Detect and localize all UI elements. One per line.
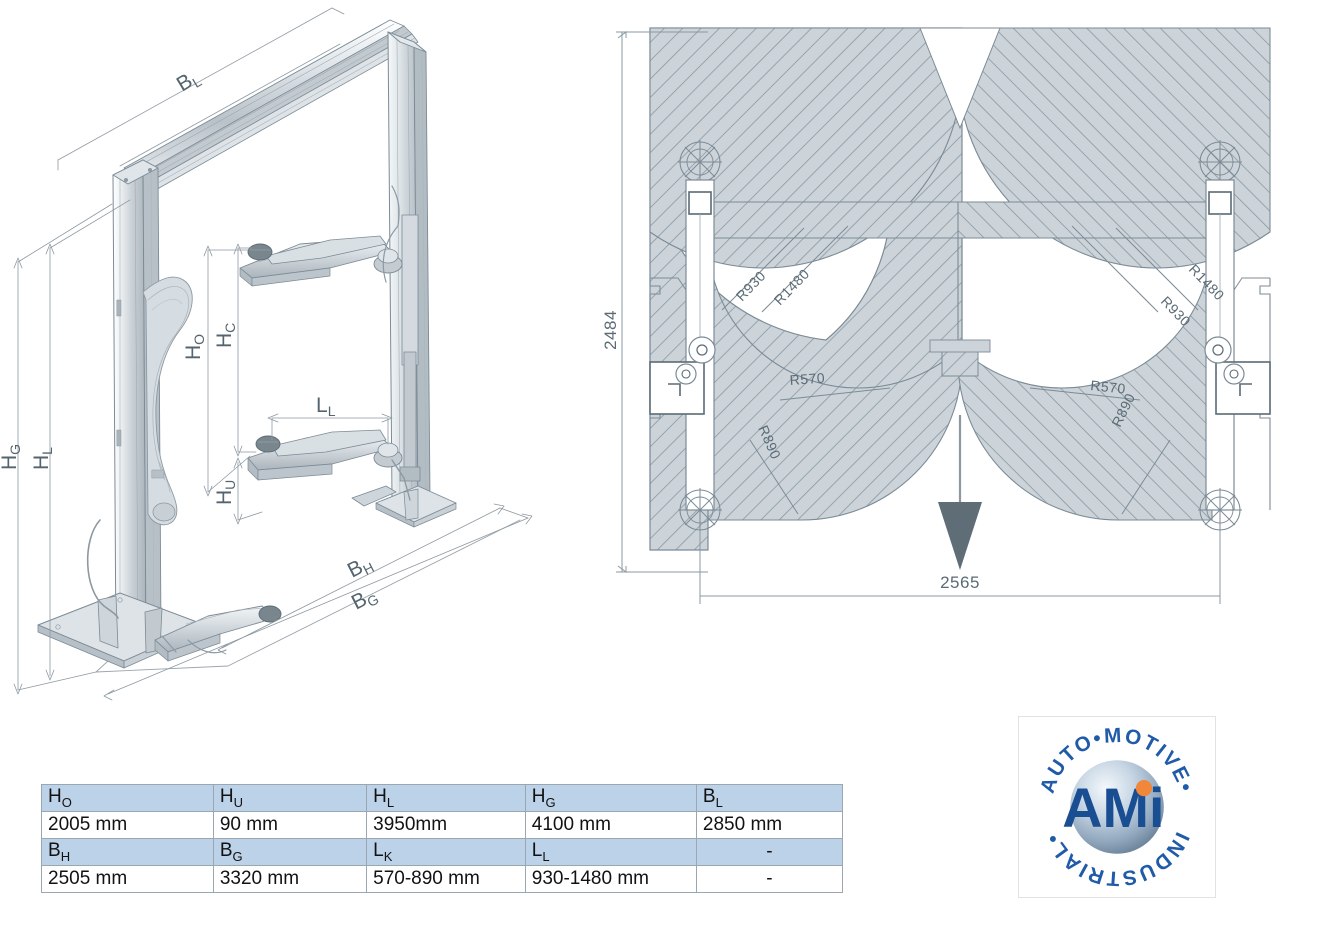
isometric-lift-view: BL HG HL HO HC HU LL BH BG bbox=[0, 0, 560, 720]
dim-label-BG: BG bbox=[348, 583, 382, 617]
lower-lift-arm-left bbox=[247, 429, 411, 501]
table-cell: LL bbox=[524, 838, 697, 866]
table-cell: HG bbox=[524, 784, 697, 812]
rear-lift-arm bbox=[351, 485, 397, 507]
table-cell: HO bbox=[41, 784, 214, 812]
table-cell: 2005 mm bbox=[41, 811, 214, 839]
table-cell: HU bbox=[212, 784, 368, 812]
table-cell: 2505 mm bbox=[41, 865, 214, 893]
table-cell: 3950mm bbox=[366, 811, 526, 839]
overhead-beam bbox=[123, 19, 419, 193]
right-post bbox=[387, 31, 431, 506]
dim-2565: 2565 bbox=[940, 573, 980, 592]
table-cell: 3320 mm bbox=[212, 865, 368, 893]
plan-dimension-lines bbox=[616, 31, 1221, 604]
dim-label-HG: HG bbox=[0, 444, 23, 470]
dim-label-BH: BH bbox=[344, 551, 377, 584]
table-cell: BL bbox=[695, 784, 844, 812]
dimension-spec-table: HO HU HL HG BL 2005 mm 90 mm 3950mm 4100… bbox=[41, 784, 844, 893]
table-cell: 4100 mm bbox=[524, 811, 697, 839]
table-cell: - bbox=[695, 865, 844, 893]
table-row: 2005 mm 90 mm 3950mm 4100 mm 2850 mm bbox=[41, 811, 844, 839]
dim-label-HC: HC bbox=[213, 323, 238, 348]
center-notch bbox=[919, 27, 1001, 130]
center-block bbox=[929, 339, 991, 377]
table-row: BH BG LK LL - bbox=[41, 838, 844, 866]
table-cell: 930-1480 mm bbox=[524, 865, 697, 893]
radius-R1480-left: R1480 bbox=[771, 265, 813, 308]
logo-dot-icon bbox=[1135, 780, 1153, 797]
right-base-plate bbox=[375, 485, 457, 528]
table-cell: 570-890 mm bbox=[366, 865, 526, 893]
table-cell: BG bbox=[212, 838, 368, 866]
table-row: HO HU HL HG BL bbox=[41, 784, 844, 812]
plan-swing-radius-view: 2484 2565 R930 R1480 R570 R890 R1480 R93… bbox=[590, 10, 1329, 640]
left-post-plan bbox=[649, 140, 722, 532]
spec-table-body: HO HU HL HG BL 2005 mm 90 mm 3950mm 4100… bbox=[41, 784, 844, 893]
dim-label-HL: HL bbox=[30, 447, 55, 470]
front-lift-arm bbox=[154, 605, 282, 662]
dim-label-HO: HO bbox=[182, 334, 207, 360]
ami-industrial-logo: AUTO•MOTIVE• INDUSTRIAL• AMi bbox=[1018, 716, 1216, 898]
right-hatch-lower bbox=[957, 201, 1213, 521]
table-cell: 2850 mm bbox=[695, 811, 844, 839]
dim-2484: 2484 bbox=[601, 310, 620, 350]
table-cell: BH bbox=[41, 838, 214, 866]
left-lower-hub-icon bbox=[678, 488, 722, 532]
dimension-lines-isometric bbox=[13, 7, 533, 701]
dim-label-BL: BL bbox=[173, 65, 205, 98]
upper-lift-arm-left bbox=[239, 235, 403, 287]
table-cell: - bbox=[695, 838, 844, 866]
radius-R930-left: R930 bbox=[733, 267, 769, 304]
radius-R570-right: R570 bbox=[1090, 377, 1127, 397]
radius-leaders bbox=[721, 225, 1199, 515]
table-cell: 90 mm bbox=[212, 811, 368, 839]
dim-label-LL: LL bbox=[316, 394, 336, 419]
hydraulic-hose-left bbox=[86, 519, 119, 619]
vehicle-profile bbox=[142, 276, 193, 526]
table-row: 2505 mm 3320 mm 570-890 mm 930-1480 mm - bbox=[41, 865, 844, 893]
dim-label-HU: HU bbox=[213, 480, 238, 505]
table-cell: HL bbox=[366, 784, 526, 812]
center-load-arrow bbox=[938, 415, 982, 570]
table-cell: LK bbox=[366, 838, 526, 866]
cable-run bbox=[382, 185, 400, 283]
radius-R570-left: R570 bbox=[789, 370, 825, 388]
